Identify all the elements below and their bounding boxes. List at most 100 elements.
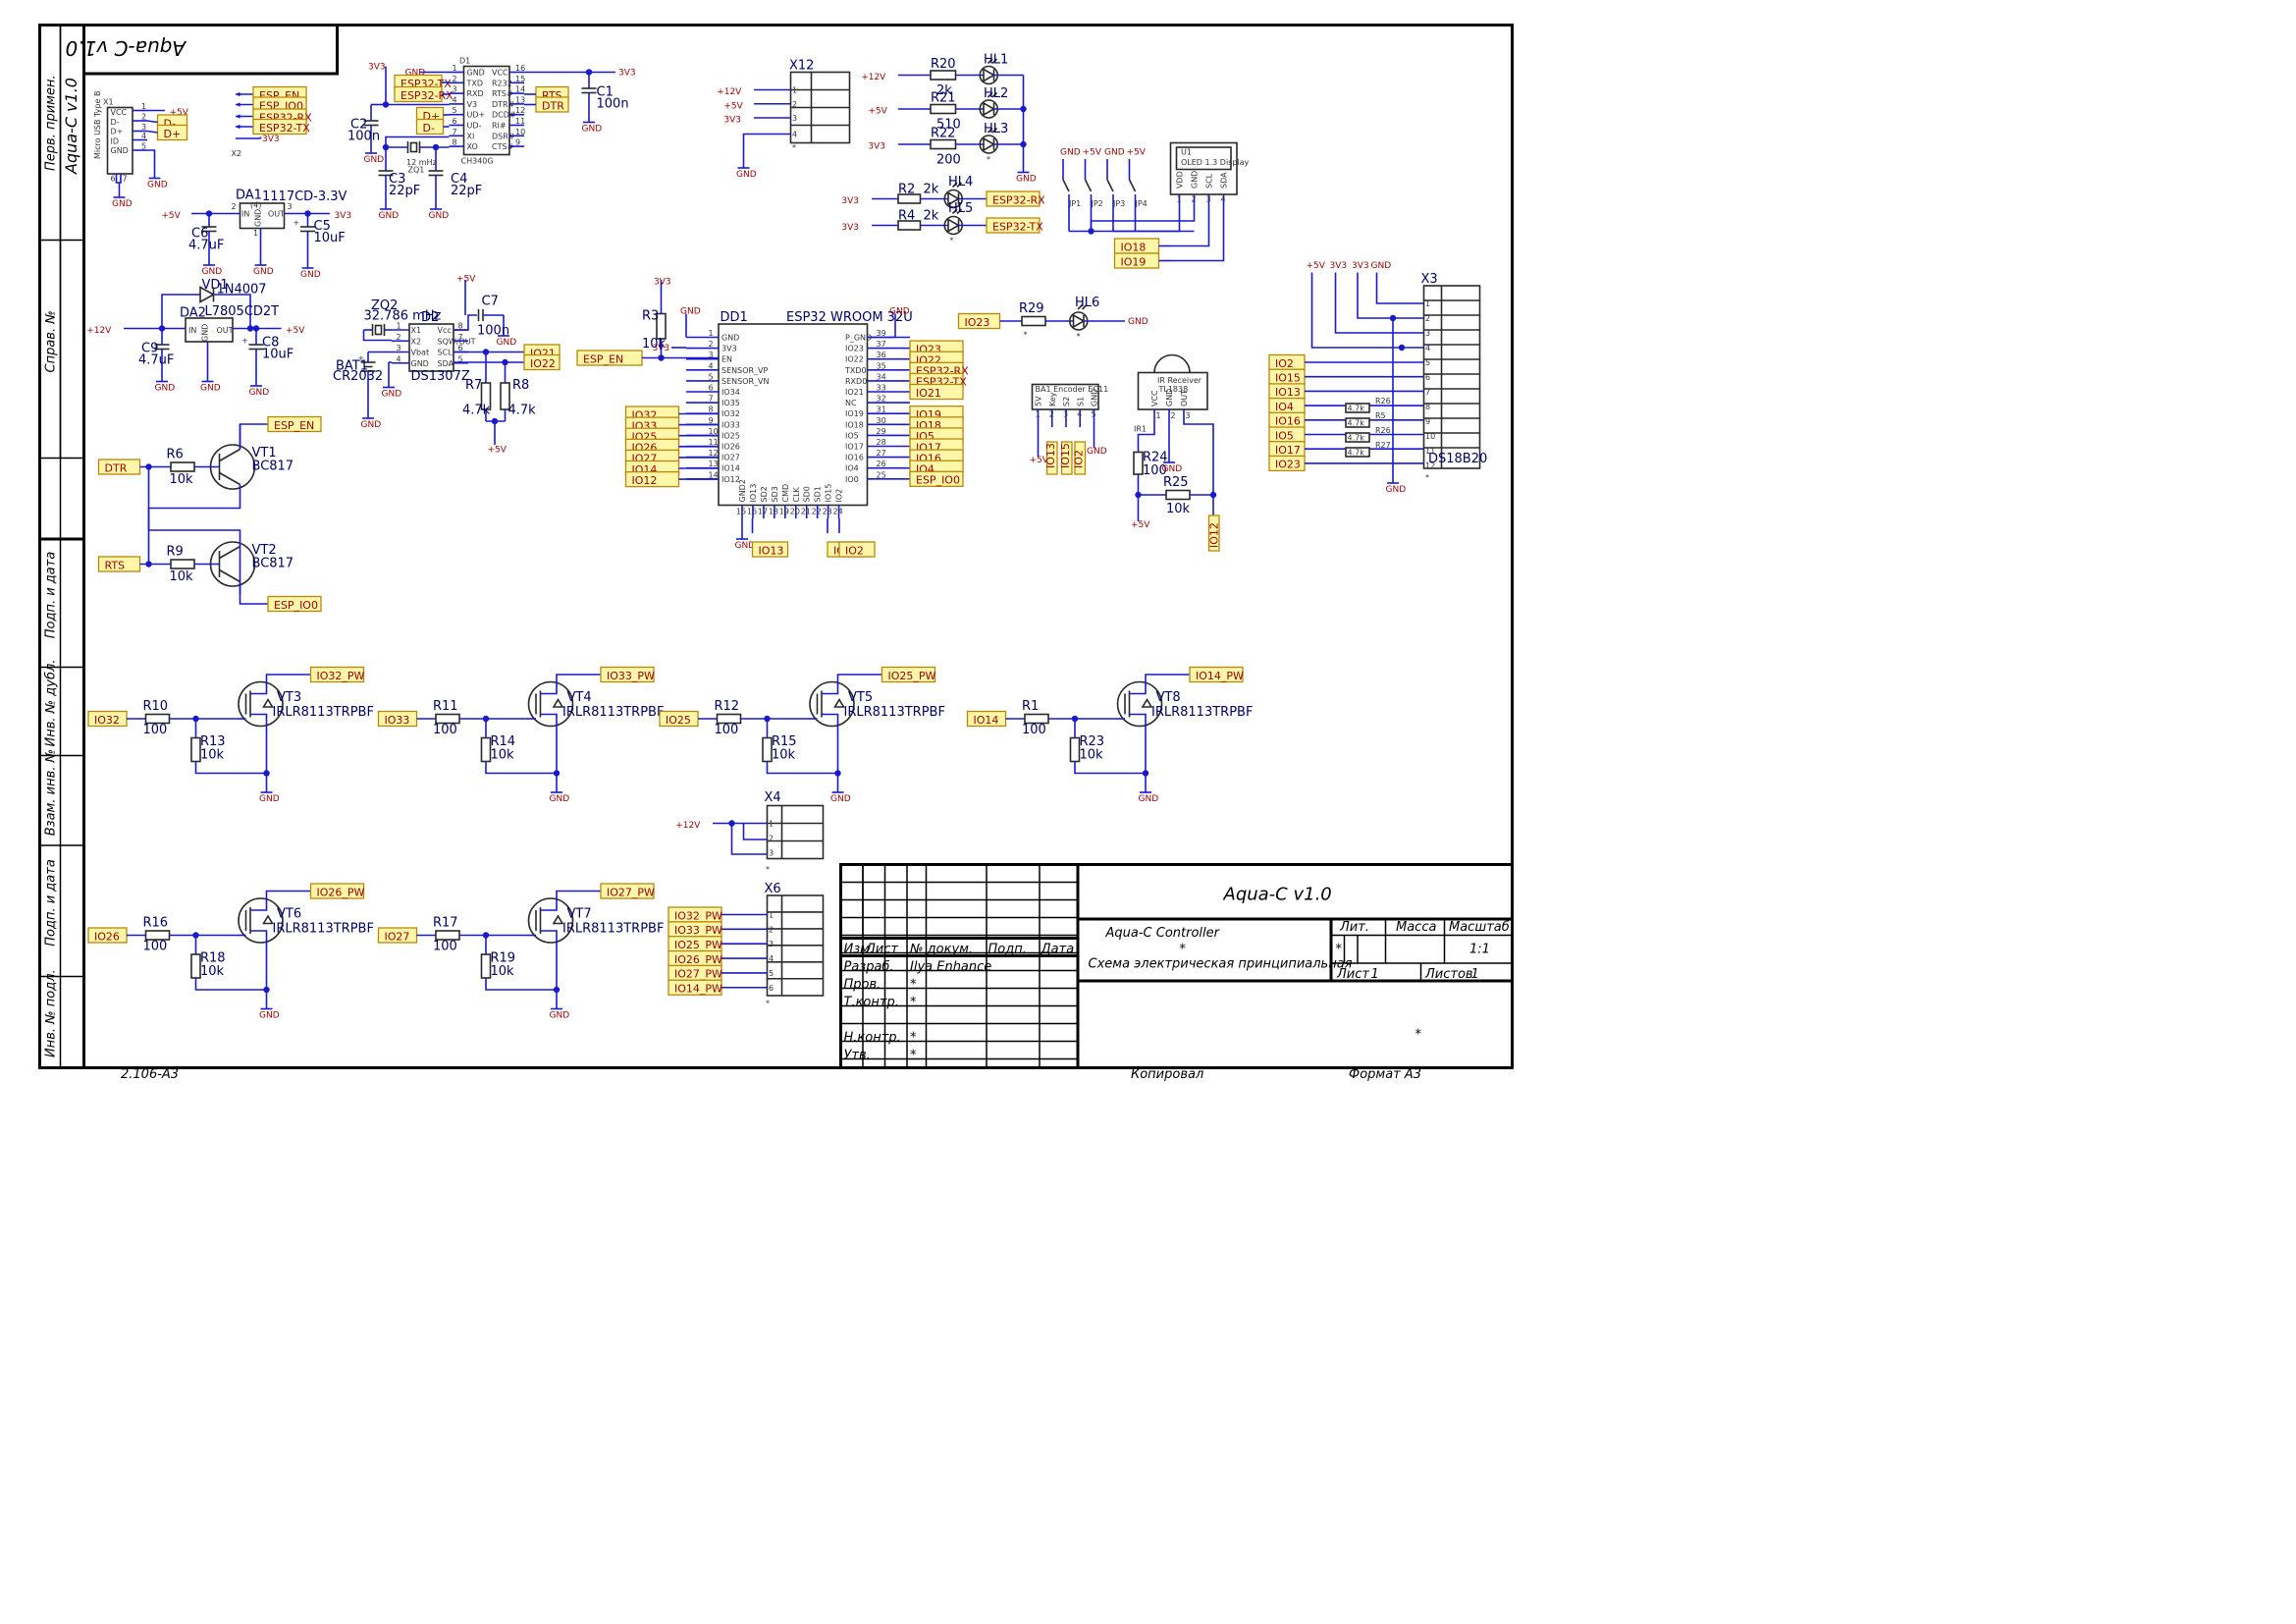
stamp-doc-type: Схема электрическая принципиальная <box>1089 957 1353 972</box>
usb-pin-num: 5 <box>141 142 146 151</box>
text: 4 <box>397 354 401 363</box>
x4-ref: X4 <box>765 790 781 805</box>
x6-net-tag: IO33_PW <box>674 924 722 937</box>
jumper-pwr: GND <box>1060 148 1081 158</box>
esp-left-pin: IO12 <box>721 475 740 484</box>
text: 3 <box>397 344 401 352</box>
text: C8 <box>262 336 279 351</box>
text: 3 <box>709 351 714 359</box>
oled-body <box>1169 141 1238 195</box>
led-ray <box>991 58 998 65</box>
x6-ref: X6 <box>765 882 781 896</box>
x3-pin-num: 4 <box>1425 344 1430 352</box>
encoder-tag: IO2 <box>1073 450 1086 468</box>
ir-ref: IR1 <box>1134 425 1147 434</box>
esp-bottom-pin: SD0 <box>803 486 812 502</box>
text: 10k <box>200 964 225 979</box>
mosfet-part: IRLR8113TRPBF <box>562 705 664 720</box>
junction-dot <box>263 986 270 994</box>
ds-tag-scl: IO22 <box>530 357 556 370</box>
led-ray <box>991 127 998 134</box>
esp-right-pin: IO5 <box>845 431 859 440</box>
footer-left: 2.106-A3 <box>121 1067 179 1082</box>
da1-pin: OUT <box>268 210 285 219</box>
mosfet-part: IRLR8113TRPBF <box>273 705 374 720</box>
esp-right-pin: RXD0 <box>845 377 867 386</box>
wire <box>556 674 601 677</box>
resistor <box>1345 417 1370 428</box>
side-label: Инв. № подл. <box>44 969 59 1057</box>
oled-pin: SDA <box>1220 172 1229 189</box>
esp-ref: DD1 <box>721 310 748 325</box>
wire <box>385 135 450 171</box>
text: 10k <box>1166 502 1191 516</box>
stamp-col-header: № докум. <box>909 943 973 957</box>
resistor <box>170 461 195 472</box>
gnd-label: GND <box>736 170 757 180</box>
text: 20 <box>790 508 800 516</box>
led-ray <box>956 208 963 215</box>
ir-tag-box <box>1207 514 1220 552</box>
junction-dot <box>553 986 561 994</box>
resistor-R22 <box>930 138 957 150</box>
esp-part: ESP32 WROOM 32U <box>786 310 913 325</box>
jumper-switch <box>1106 179 1114 192</box>
esp-bottom-pin: SD1 <box>814 486 823 502</box>
mosfet-diode <box>262 914 274 925</box>
text: 100n <box>477 324 509 339</box>
text: 7 <box>453 128 457 136</box>
text: 28 <box>877 438 886 447</box>
power-label: +12V <box>717 87 742 97</box>
text: C9 <box>141 342 158 356</box>
mosfet-in-tag: IO33 <box>385 714 410 727</box>
text: 100 <box>143 723 168 737</box>
ch340-pin-name: DTR# <box>492 100 515 109</box>
gnd-label: GND <box>155 384 176 394</box>
stamp-lit-value: * <box>1336 943 1343 957</box>
text: C5 <box>314 219 331 234</box>
text: R24 <box>1143 451 1168 465</box>
gnd-label: GND <box>379 211 400 221</box>
crystal-ref: ZQ1 <box>408 166 425 175</box>
text: 37 <box>877 340 886 349</box>
text: 1 <box>709 329 714 338</box>
transistor-part: BC817 <box>252 557 294 571</box>
gnd-label: GND <box>259 1011 280 1021</box>
text: HL6 <box>1075 296 1099 310</box>
led-ray <box>1077 303 1084 310</box>
usb-pin-name: D+ <box>111 128 124 136</box>
text: 100n <box>597 97 629 112</box>
text: 4.7k <box>1348 434 1365 443</box>
wire <box>239 581 268 605</box>
text: * <box>766 1000 770 1008</box>
text: HL4 <box>948 175 973 189</box>
x2-arrow-head <box>236 102 240 107</box>
ch340-pin-name: UD- <box>467 122 482 131</box>
ds-pin: X1 <box>411 326 422 335</box>
power-label: +5V <box>170 108 189 118</box>
gnd-label: GND <box>112 199 133 209</box>
text: 22pF <box>389 184 420 198</box>
text: 6 <box>453 117 457 126</box>
stamp-col-header: Лист <box>865 943 898 957</box>
ch340-pin-name: VCC <box>492 69 508 78</box>
oled-pin: GND <box>1191 171 1200 189</box>
x2-net-tag: ESP32-TX <box>259 122 310 135</box>
da1-part: 1117CD-3.3V <box>262 189 347 204</box>
text: 10k <box>200 748 225 763</box>
text: 3 <box>453 85 457 94</box>
side-label: Подп. и дата <box>44 552 59 639</box>
text: HL3 <box>984 122 1008 136</box>
stamp-mass: Масса <box>1396 920 1436 935</box>
ds-pin: SCL <box>438 349 454 357</box>
text: 15 <box>515 75 525 83</box>
text: 3 <box>1063 410 1068 419</box>
mosfet-vt3: IO32R10100R1310kIO32_PWVT3IRLR8113TRPBFG… <box>87 666 374 804</box>
esp-bottom-pin: IO2 <box>835 489 844 503</box>
text: +5V <box>1030 456 1049 465</box>
side-label: Перв. примен. <box>44 75 59 171</box>
ch340-tag-dm: D- <box>423 122 435 135</box>
led-ray <box>1081 303 1088 310</box>
led-triangle <box>947 218 961 233</box>
